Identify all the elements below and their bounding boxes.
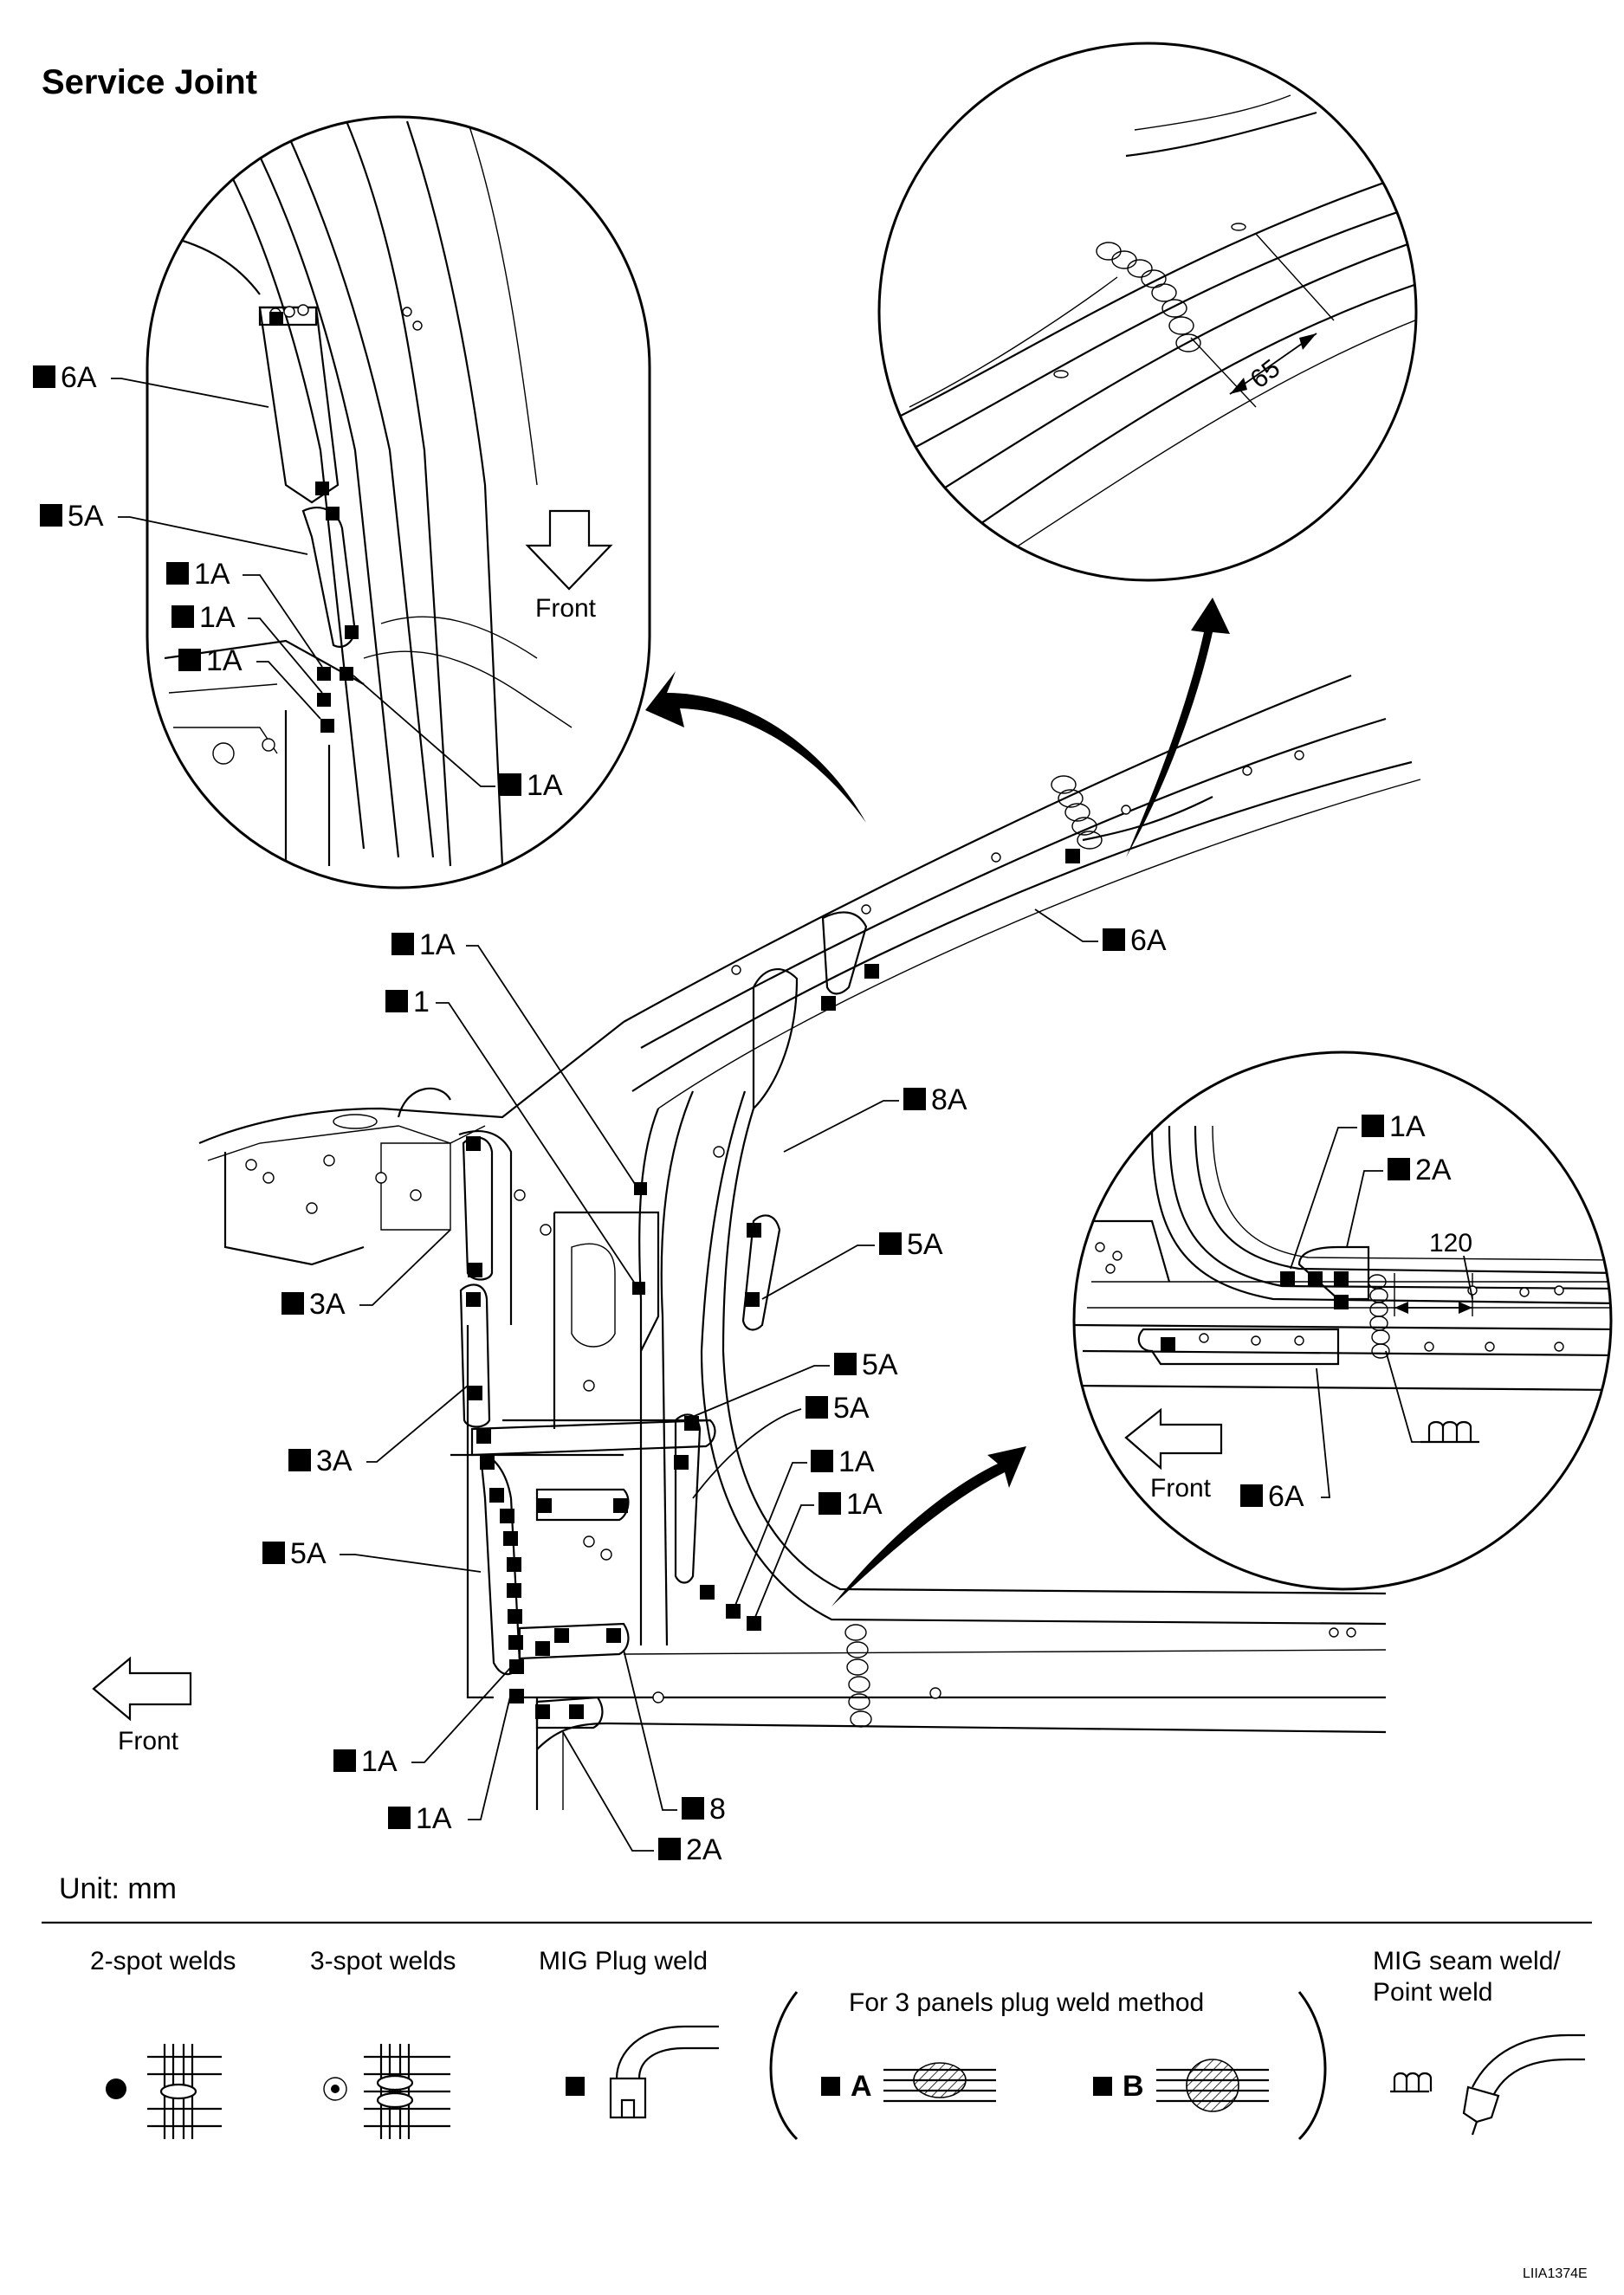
detail-sill-inset: 120 Front 1A 2A 6A: [1072, 1051, 1613, 1591]
seam-weld-icon: [1390, 2072, 1433, 2093]
plug-weld-icon: [566, 2077, 585, 2096]
weld-legend: 2-spot welds 3-spot welds MIG Plug weld …: [90, 1947, 1585, 2141]
callout-5A-detail1: 5A: [68, 500, 104, 533]
front-label-main: Front: [118, 1727, 179, 1755]
callout-8-main: 8: [709, 1793, 726, 1826]
front-label-detail1: Front: [535, 594, 597, 623]
legend-3-spot-welds: 3-spot welds: [310, 1947, 456, 1975]
callout-1-main: 1: [413, 986, 430, 1018]
bracket-left: [769, 1991, 799, 2141]
callout-1A-main-b1: 1A: [361, 1745, 398, 1778]
callout-2A-detail3: 2A: [1415, 1154, 1452, 1186]
unit-label: Unit: mm: [59, 1872, 177, 1905]
dimension-120: 120: [1429, 1229, 1472, 1257]
callout-1A-main-top: 1A: [419, 928, 456, 961]
callout-1A-detail1-c: 1A: [206, 644, 243, 677]
callout-1A-detail1-a: 1A: [194, 558, 230, 591]
spot-weld-2-icon: [106, 2078, 126, 2099]
callout-3A-main-a: 3A: [309, 1288, 346, 1321]
front-label-detail3: Front: [1150, 1474, 1212, 1503]
callout-1A-detail1-b: 1A: [199, 601, 236, 634]
callout-1A-main-r1: 1A: [838, 1445, 875, 1478]
callout-1A-detail3: 1A: [1389, 1110, 1426, 1143]
legend-point-weld: Point weld: [1373, 1978, 1492, 2007]
callout-3A-main-b: 3A: [316, 1445, 353, 1477]
callout-5A-main-a: 5A: [907, 1228, 943, 1261]
callout-5A-main-b: 5A: [862, 1348, 898, 1381]
callout-1A-main-b2: 1A: [416, 1802, 452, 1835]
detail-roof-rail-inset: 65: [877, 42, 1418, 582]
plug-weld-diagram: [609, 2025, 719, 2119]
plug-method-b-diagram: [1156, 2059, 1269, 2112]
legend-mig-seam-weld: MIG seam weld/: [1373, 1947, 1561, 1975]
callout-1A-main-r2: 1A: [846, 1488, 883, 1521]
spot-weld-2-diagram: [147, 2044, 222, 2139]
bracket-right: [1297, 1991, 1327, 2141]
seam-weld-torch-diagram: [1462, 2033, 1585, 2136]
page-title: Service Joint: [42, 63, 257, 101]
callout-6A-main: 6A: [1130, 924, 1167, 957]
detail-a-pillar-inset: Front 6A 5A 1A 1A 1A 1A: [33, 115, 651, 889]
callout-6A-detail1: 6A: [61, 361, 97, 394]
spot-weld-3-diagram: [364, 2044, 450, 2139]
plug-method-a-diagram: [883, 2062, 996, 2103]
callout-2A-main: 2A: [686, 1833, 722, 1866]
callout-1A-detail1-d: 1A: [527, 769, 563, 802]
figure-code: LIIA1374E: [1523, 2266, 1588, 2281]
legend-3-panels-method: For 3 panels plug weld method: [849, 1988, 1204, 2017]
seam-weld-symbol-detail3: [1385, 1350, 1479, 1444]
callout-5A-main-c: 5A: [833, 1392, 870, 1425]
legend-mig-plug-weld: MIG Plug weld: [539, 1947, 708, 1975]
callout-6A-detail3: 6A: [1268, 1480, 1304, 1513]
callout-8A-main: 8A: [931, 1083, 967, 1116]
legend-method-a: A: [851, 2070, 872, 2103]
callout-5A-main-left: 5A: [290, 1537, 327, 1570]
legend-2-spot-welds: 2-spot welds: [90, 1947, 236, 1975]
main-body-side: Front 1A 1 6A 8A 5A 5A 5A 1A 1A 3A 3A: [92, 598, 1421, 1866]
legend-method-b: B: [1123, 2070, 1144, 2103]
